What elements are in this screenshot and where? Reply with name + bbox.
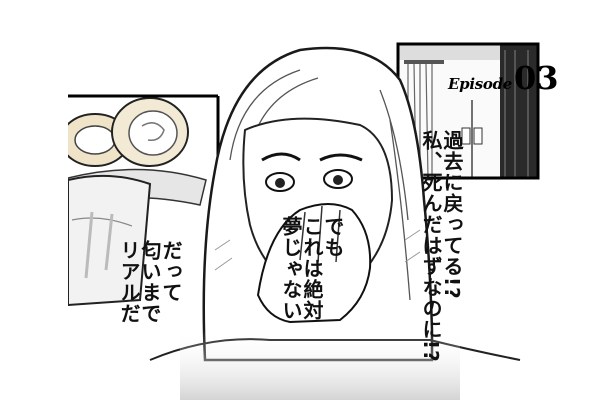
episode-number: 03: [514, 59, 559, 97]
speech-line: リアルだ: [117, 240, 141, 324]
left-eyebrow: [261, 152, 301, 162]
speech-line: 匂いまで: [138, 240, 162, 324]
speech-line: 私、死んだはずなのに!?: [419, 130, 443, 363]
speech-bubble-right: 過去に戻ってる!? 私、死んだはずなのに!?: [419, 130, 464, 363]
speech-line: 夢じゃない: [279, 216, 303, 321]
bottom-tone: [180, 330, 460, 400]
hand: [256, 203, 372, 324]
speech-bubble-middle: でも これは絶対 夢じゃない: [279, 216, 345, 321]
right-eyebrow: [319, 153, 363, 162]
speech-bubble-left: だって 匂いまで リアルだ: [117, 240, 183, 324]
left-panel: [68, 94, 220, 400]
episode-word: Episode: [448, 75, 513, 93]
dark-doorway: [500, 44, 538, 178]
episode-label: Episode 03: [448, 62, 559, 94]
speech-line: でも: [321, 216, 345, 258]
speech-line: これは絶対: [300, 216, 324, 321]
right-panel: [396, 42, 540, 180]
speech-line: だって: [159, 240, 183, 303]
speech-line: 過去に戻ってる!?: [440, 130, 464, 300]
main-panel: [149, 46, 521, 362]
